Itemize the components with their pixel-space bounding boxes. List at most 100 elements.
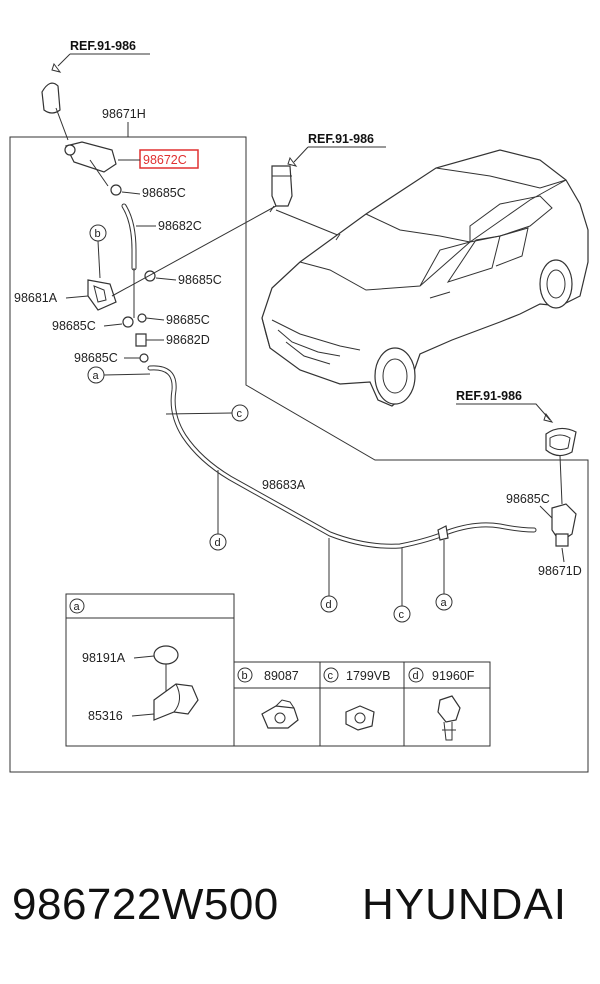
label-98672C[interactable]: 98672C xyxy=(143,153,187,167)
leader-line xyxy=(55,107,69,141)
label-85316[interactable]: 85316 xyxy=(88,709,123,723)
washer-nozzle-cap xyxy=(41,82,61,114)
arrow-icon xyxy=(51,62,62,73)
arrow-icon xyxy=(287,156,298,167)
leader-line xyxy=(103,323,123,327)
clip-hole xyxy=(274,712,286,724)
detail-box-bcd xyxy=(233,661,491,747)
clip-stem xyxy=(443,721,453,741)
callout-a-text: a xyxy=(441,597,448,609)
detail-a-header: a xyxy=(74,601,81,613)
detail-c-header: c xyxy=(328,670,334,682)
callout-c xyxy=(323,667,339,683)
hose-clip xyxy=(144,270,156,282)
callout-c-text: c xyxy=(237,408,243,420)
detail-d-header: d xyxy=(413,670,419,682)
callout-a-text: a xyxy=(93,370,100,382)
ref-right-leader xyxy=(456,403,551,421)
callout-d[interactable] xyxy=(209,533,227,551)
callout-a xyxy=(69,598,85,614)
hose-inner xyxy=(122,204,136,270)
pump-nipple xyxy=(269,205,275,213)
arrow-icon xyxy=(543,412,554,423)
label-89087[interactable]: 89087 xyxy=(264,669,299,683)
clip-91960F xyxy=(437,695,461,723)
clamp-85316 xyxy=(153,683,199,721)
label-98685C-3[interactable]: 98685C xyxy=(52,319,96,333)
ref-top-mid-leader xyxy=(293,146,309,163)
label-98671H[interactable]: 98671H xyxy=(102,107,146,121)
washer-nozzle-cap-right xyxy=(545,427,577,457)
leader-line xyxy=(65,295,89,299)
hose-inner xyxy=(148,366,536,548)
grommet-98191A xyxy=(153,645,179,665)
washer-nozzle-assembly xyxy=(65,141,117,173)
callout-b-text: b xyxy=(95,228,101,240)
label-98682D[interactable]: 98682D xyxy=(166,333,210,347)
callout-d[interactable] xyxy=(320,595,338,613)
brand-text: HYUNDAI xyxy=(362,880,568,929)
detail-box-a xyxy=(65,593,235,747)
leader-line xyxy=(103,373,151,376)
nozzle-tip xyxy=(64,144,76,156)
hose-clip xyxy=(110,184,122,196)
label-98683A[interactable]: 98683A xyxy=(262,478,306,492)
clip-hole xyxy=(354,712,366,724)
hose-clip xyxy=(139,353,149,363)
leader-line xyxy=(165,412,233,415)
connector-line xyxy=(111,205,277,297)
leader-line xyxy=(131,713,155,717)
leader-line xyxy=(559,455,563,505)
callout-d-text: d xyxy=(215,537,221,549)
nozzle-base xyxy=(555,533,569,547)
callout-d-text: d xyxy=(326,599,332,611)
label-98685C-2[interactable]: 98685C xyxy=(178,273,222,287)
hose-clip xyxy=(137,313,147,323)
label-98685C-5[interactable]: 98685C xyxy=(74,351,118,365)
callout-c-text: c xyxy=(399,609,405,621)
hose-connector xyxy=(437,525,449,541)
ref-top-left-leader xyxy=(57,53,71,67)
callout-c[interactable] xyxy=(393,605,411,623)
clip-1799VB xyxy=(345,705,375,731)
highlight-box xyxy=(139,149,199,169)
leader-line xyxy=(561,547,565,563)
bracket-inner xyxy=(93,285,107,303)
washer-pump xyxy=(271,165,293,207)
leader-line xyxy=(97,240,101,279)
label-1799VB[interactable]: 1799VB xyxy=(346,669,390,683)
callout-d xyxy=(408,667,424,683)
connector-line xyxy=(275,209,341,237)
bracket-98681A xyxy=(87,279,117,311)
cap-inner xyxy=(549,434,571,451)
detail-table: a 98191A 85316 b 89087 c 1799VB d 91960F xyxy=(65,593,491,747)
callout-a[interactable] xyxy=(435,593,453,611)
detail-b-header: b xyxy=(242,670,248,682)
hose-clip xyxy=(122,316,134,328)
part-number-text: 986722W500 xyxy=(12,880,279,929)
washer-nozzle-right xyxy=(551,503,577,543)
footer: 986722W500 HYUNDAI xyxy=(0,880,600,950)
clip-89087 xyxy=(261,705,299,729)
clip-top xyxy=(275,699,295,709)
hose-segment xyxy=(89,159,109,187)
label-98685C-1[interactable]: 98685C xyxy=(142,186,186,200)
leader-line xyxy=(539,505,553,519)
callout-b xyxy=(237,667,253,683)
main-frame xyxy=(9,136,589,773)
label-98685C-4[interactable]: 98685C xyxy=(166,313,210,327)
connector-98682D xyxy=(135,333,147,347)
label-91960F[interactable]: 91960F xyxy=(432,669,475,683)
label-98191A[interactable]: 98191A xyxy=(82,651,126,665)
label-98682C[interactable]: 98682C xyxy=(158,219,202,233)
leader-line xyxy=(155,277,177,281)
label-98681A[interactable]: 98681A xyxy=(14,291,58,305)
clamp-inner xyxy=(173,683,180,713)
ref-top-left[interactable]: REF.91-986 xyxy=(70,39,136,53)
label-98685C-6[interactable]: 98685C xyxy=(506,492,550,506)
callout-c[interactable] xyxy=(231,404,249,422)
label-98671D[interactable]: 98671D xyxy=(538,564,582,578)
ref-right[interactable]: REF.91-986 xyxy=(456,389,522,403)
ref-top-mid[interactable]: REF.91-986 xyxy=(308,132,374,146)
